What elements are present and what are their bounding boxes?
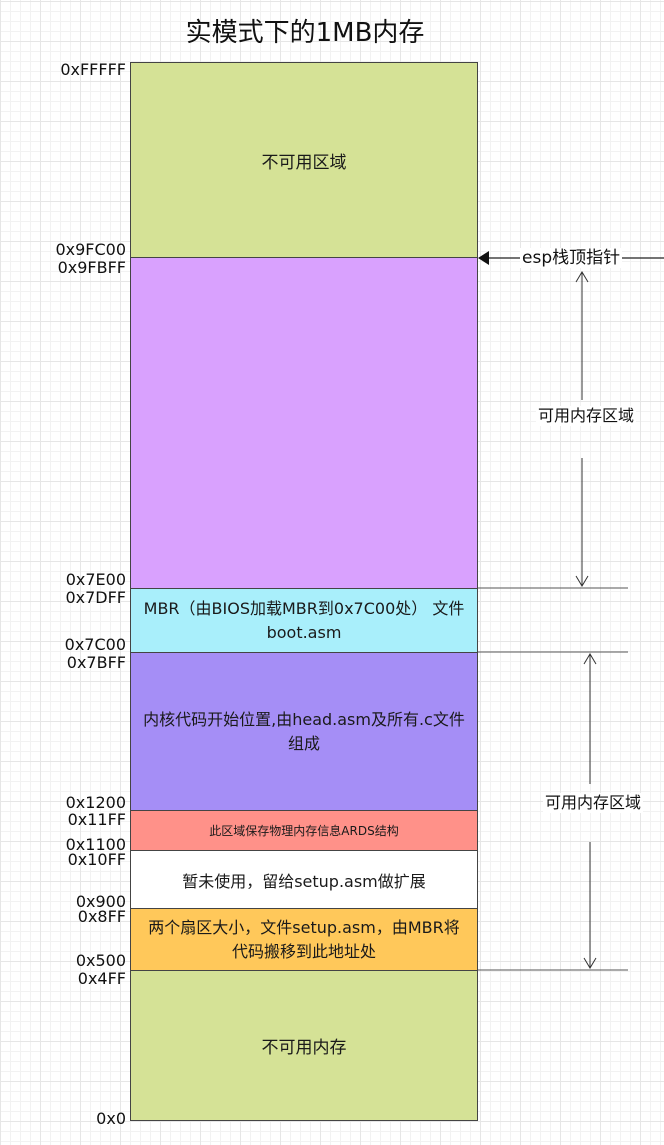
address-label: 0x4FF [77,969,126,988]
address-label: 0x7BFF [66,653,126,672]
address-label: 0x1100 [65,835,126,854]
esp-pointer-label: esp栈顶指针 [520,248,623,268]
block-reserved-label: 暂未使用，留给setup.asm做扩展 [182,871,426,891]
address-label: 0x1200 [65,793,126,812]
block-mbr-label: MBR（由BIOS加载MBR到0x7C00处） 文件boot.asm [143,598,465,642]
address-label: 0x9FBFF [57,258,126,277]
block-setup-label: 两个扇区大小，文件setup.asm，由MBR将代码搬移到此地址处 [148,917,460,961]
address-label: 0x500 [75,951,126,970]
address-label: 0x0 [96,1109,126,1128]
address-label: 0x10FF [67,850,126,869]
lower-range-arrowhead-bottom [583,957,597,969]
block-reserved: 暂未使用，留给setup.asm做扩展 [130,850,478,909]
block-kernel-label: 内核代码开始位置,由head.asm及所有.c文件组成 [143,709,465,753]
block-mbr: MBR（由BIOS加载MBR到0x7C00处） 文件boot.asm [130,588,478,653]
address-label: 0x11FF [67,810,126,829]
upper-range-arrowhead-top [575,271,589,283]
address-label: 0xFFFFF [60,60,126,79]
block-unusable-bottom: 不可用内存 [130,970,478,1121]
address-label: 0x9FC00 [55,240,126,259]
usable-region-label-upper: 可用内存区域 [536,406,637,426]
esp-arrowhead [478,251,489,265]
block-ards: 此区域保存物理内存信息ARDS结构 [130,810,478,851]
upper-range-arrowhead-bottom [575,575,589,587]
address-label: 0x7E00 [65,570,126,589]
lower-range-arrowhead-top [583,653,597,665]
address-label: 0x900 [75,892,126,911]
address-label: 0x7DFF [65,588,126,607]
block-kernel: 内核代码开始位置,由head.asm及所有.c文件组成 [130,652,478,811]
address-label: 0x7C00 [64,635,126,654]
block-usable-stack [130,257,478,589]
usable-region-label-lower: 可用内存区域 [543,793,644,813]
block-unusable-bottom-label: 不可用内存 [261,1038,347,1058]
block-unusable-top: 不可用区域 [130,62,478,258]
block-ards-label: 此区域保存物理内存信息ARDS结构 [209,824,399,838]
diagram-title: 实模式下的1MB内存 [185,18,425,48]
block-setup: 两个扇区大小，文件setup.asm，由MBR将代码搬移到此地址处 [130,908,478,971]
address-label: 0x8FF [77,907,126,926]
block-unusable-top-label: 不可用区域 [261,152,347,173]
